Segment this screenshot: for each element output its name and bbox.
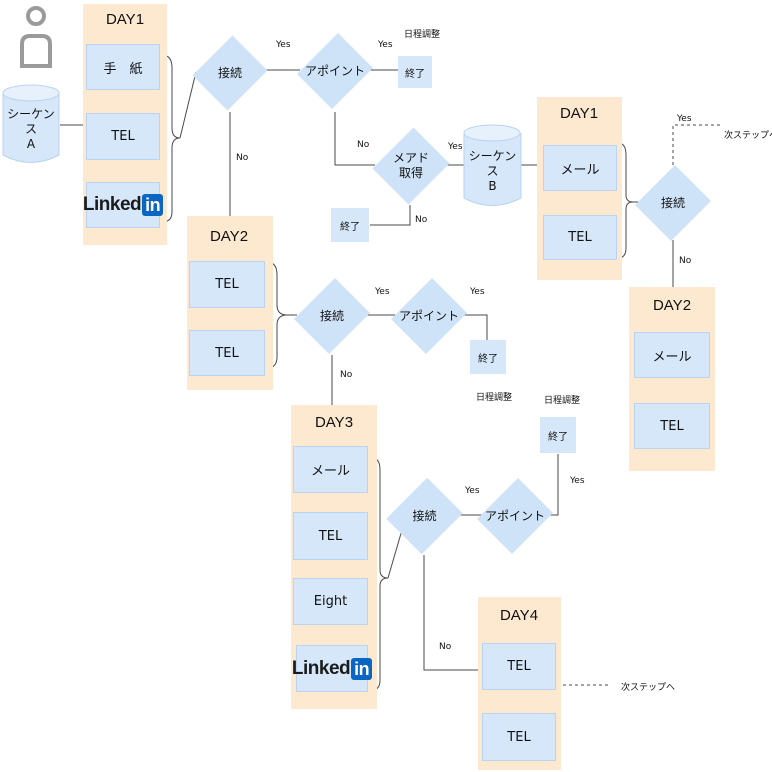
end-box: 終了	[540, 417, 576, 453]
edge-no-label: No	[357, 140, 370, 150]
person-icon	[20, 6, 52, 68]
day1-b-title: DAY1	[559, 105, 599, 122]
database-sequence-b-shape	[463, 124, 522, 206]
database-sequence-b: シーケンス B	[464, 125, 521, 210]
step-eight: Eight	[293, 578, 368, 625]
step-mail: メール	[543, 145, 617, 191]
database-sequence-a: シーケンス A	[3, 85, 59, 165]
step-tel: TEL	[293, 512, 368, 560]
database-sequence-a-shape	[2, 84, 60, 163]
edge-yes-label: Yes	[448, 142, 463, 152]
sequence-a-label: シーケンス A	[7, 106, 55, 151]
decision-connect-3: 接続	[386, 475, 463, 557]
schedule-label: 日程調整	[544, 396, 581, 406]
end-box: 終了	[398, 56, 432, 88]
edge-yes-label: Yes	[677, 114, 692, 124]
edge-yes-label: Yes	[465, 486, 480, 496]
decision-mail-acquire: メアド 取得	[372, 125, 450, 207]
decision-connect-2: 接続	[294, 275, 370, 357]
day2-b-title: DAY2	[652, 297, 692, 314]
end-box: 終了	[331, 208, 369, 242]
step-letter: 手 紙	[86, 44, 160, 90]
decision-appoint-2: アポイント	[391, 275, 467, 357]
day3-title: DAY3	[314, 414, 354, 431]
edge-no-label: No	[679, 256, 692, 266]
decision-connect-b: 接続	[635, 163, 711, 243]
step-mail: メール	[634, 332, 710, 378]
schedule-label: 日程調整	[476, 393, 513, 403]
edge-yes-label: Yes	[375, 287, 390, 297]
edge-yes-label: Yes	[570, 476, 585, 486]
step-tel: TEL	[543, 215, 617, 260]
step-tel: TEL	[482, 643, 556, 690]
step-tel: TEL	[189, 261, 265, 308]
edge-no-label: No	[415, 215, 428, 225]
schedule-label: 日程調整	[404, 30, 441, 40]
next-step-label: 次ステップへ	[724, 131, 772, 141]
end-box: 終了	[470, 340, 506, 374]
next-step-label: 次ステップへ	[621, 683, 676, 693]
day2-title: DAY2	[209, 228, 249, 245]
decision-appoint-3: アポイント	[477, 475, 553, 557]
sequence-b-label: シーケンス B	[468, 149, 517, 193]
edge-yes-label: Yes	[276, 40, 291, 50]
edge-no-label: No	[340, 370, 353, 380]
edge-no-label: No	[439, 642, 452, 652]
edge-yes-label: Yes	[470, 287, 485, 297]
decision-connect-1: 接続	[192, 33, 268, 113]
decision-appoint-1: アポイント	[297, 30, 373, 112]
step-tel: TEL	[634, 403, 710, 449]
edge-no-label: No	[236, 153, 249, 163]
day1-title: DAY1	[105, 11, 145, 28]
day4-title: DAY4	[499, 607, 539, 624]
step-tel: TEL	[482, 713, 556, 761]
edge-yes-label: Yes	[378, 40, 393, 50]
step-tel: TEL	[189, 330, 265, 376]
step-tel: TEL	[86, 113, 160, 160]
step-mail: メール	[293, 446, 368, 493]
